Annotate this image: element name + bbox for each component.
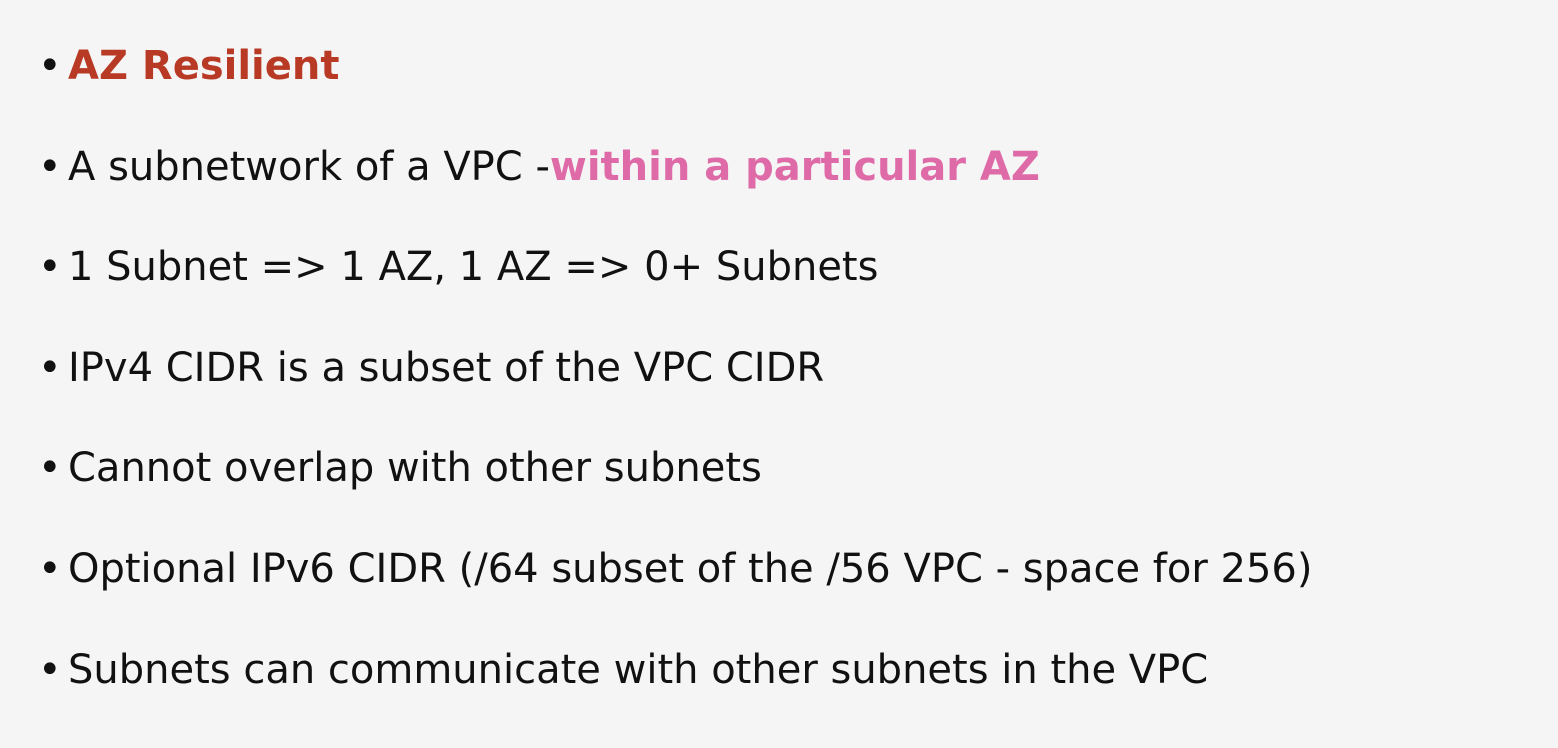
bullet-item-subnet-az-mapping: • 1 Subnet => 1 AZ, 1 AZ => 0+ Subnets [38,237,1312,338]
bullet-text-subnetwork: A subnetwork of a VPC - [68,143,550,190]
bullet-text-subnet-communication: Subnets can communicate with other subne… [68,646,1209,693]
bullet-list: • AZ Resilient • A subnetwork of a VPC -… [38,36,1312,740]
bullet-item-ipv4-cidr: • IPv4 CIDR is a subset of the VPC CIDR [38,338,1312,439]
bullet-item-subnetwork: • A subnetwork of a VPC - within a parti… [38,137,1312,238]
bullet-item-az-resilient: • AZ Resilient [38,36,1312,137]
bullet-text-subnet-az-mapping: 1 Subnet => 1 AZ, 1 AZ => 0+ Subnets [68,244,879,291]
bullet-text-ipv4-cidr: IPv4 CIDR is a subset of the VPC CIDR [68,344,825,391]
bullet-dot-icon: • [38,143,62,190]
bullet-dot-icon: • [38,344,62,391]
bullet-highlight-particular-az: within a particular AZ [549,143,1040,190]
bullet-item-subnet-communication: • Subnets can communicate with other sub… [38,640,1312,741]
bullet-dot-icon: • [38,244,62,291]
bullet-dot-icon: • [38,43,62,89]
bullet-highlight-az-resilient: AZ Resilient [68,43,340,89]
bullet-text-no-overlap: Cannot overlap with other subnets [68,445,762,492]
bullet-item-no-overlap: • Cannot overlap with other subnets [38,438,1312,539]
bullet-text-ipv6-cidr: Optional IPv6 CIDR (/64 subset of the /5… [68,545,1313,592]
bullet-item-ipv6-cidr: • Optional IPv6 CIDR (/64 subset of the … [38,539,1312,640]
bullet-dot-icon: • [38,445,62,492]
bullet-dot-icon: • [38,646,62,693]
bullet-dot-icon: • [38,545,62,592]
